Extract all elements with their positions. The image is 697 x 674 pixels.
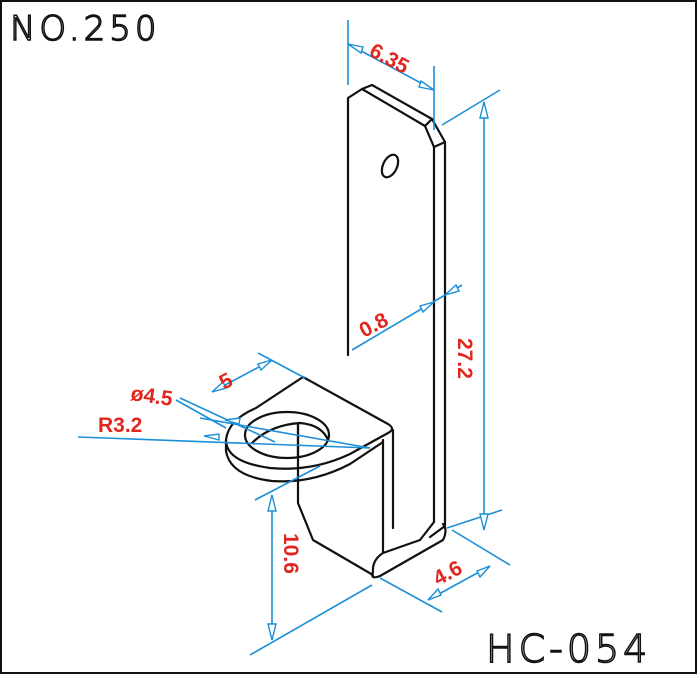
- plate-chamfer: [423, 117, 447, 149]
- vertical-plate-front: [346, 87, 436, 542]
- dimension-lines: [77, 20, 511, 656]
- lug-top-face: [224, 375, 394, 470]
- lower-body: [296, 421, 395, 577]
- part-code: HC-054: [486, 627, 651, 671]
- drawing-number: NO.250: [10, 9, 161, 49]
- plate-hole: [380, 153, 400, 179]
- dim-width-top: 6.35: [366, 39, 413, 79]
- dim-lug-radius: R3.2: [98, 414, 142, 437]
- dim-lower-height: 10.6: [279, 533, 302, 574]
- dim-height-total: 27.2: [453, 338, 476, 379]
- lug-hole: [243, 410, 331, 460]
- lug-thickness: [224, 438, 385, 483]
- vertical-plate-top: [360, 83, 447, 539]
- dim-bottom-depth: 4.6: [430, 556, 467, 590]
- dim-hole-diameter: ø4.5: [129, 382, 174, 411]
- bracket-part: [224, 83, 447, 579]
- dim-thickness: 0.8: [356, 308, 393, 342]
- lug-hole-inner: [250, 421, 330, 460]
